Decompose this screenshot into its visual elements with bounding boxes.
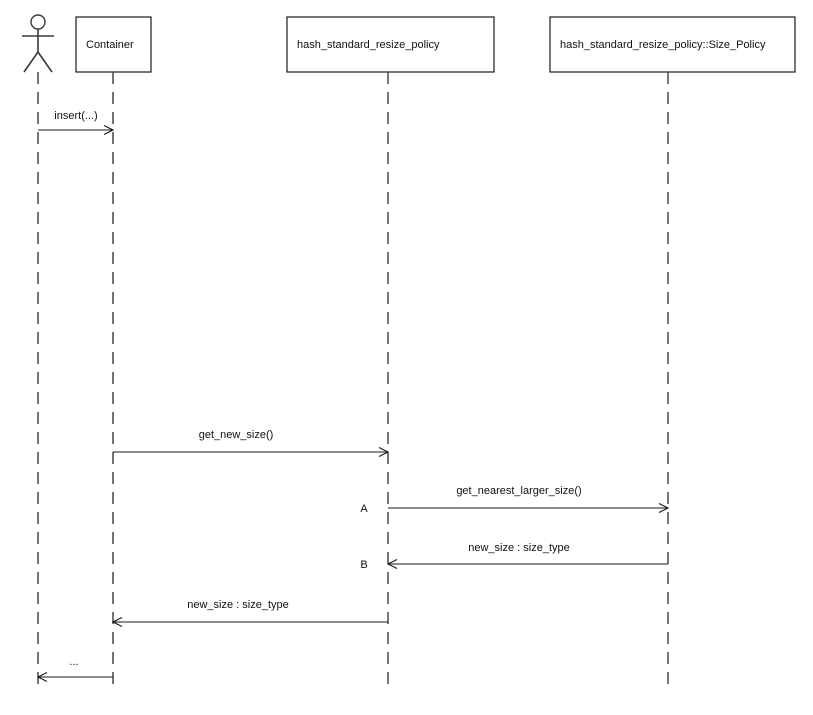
message-marker-label: B [360,559,367,571]
message-label: get_nearest_larger_size() [456,485,581,497]
message-arrowhead-icon [111,617,123,627]
message-label: get_new_size() [199,429,274,441]
message-msg-insert[interactable]: insert(...) [38,110,115,135]
participant-label: hash_standard_resize_policy [297,39,440,51]
message-marker-label: A [360,503,368,515]
messages-layer: insert(...) get_new_size() get_nearest_lar… [36,110,670,682]
message-arrowhead-icon [658,503,670,513]
actor-left-leg-line [23,51,39,73]
participant-box[interactable] [286,16,495,73]
participant-container[interactable]: Container [75,16,152,73]
lifelines-layer [37,72,669,690]
message-label: insert(...) [54,110,97,122]
message-arrowhead-icon [36,672,48,682]
message-label: ... [69,656,78,668]
message-msg-return-new-size-outer[interactable]: new_size : size_type [111,599,388,627]
message-arrowhead-icon [386,559,398,569]
participant-label: Container [86,39,134,51]
message-label: new_size : size_type [468,542,570,554]
participant-box[interactable] [75,16,152,73]
actor-participant[interactable] [22,14,54,73]
message-arrowhead-icon [103,125,115,135]
message-msg-return-ellipsis[interactable]: ... [36,656,113,682]
message-msg-get-nearest-larger-size[interactable]: get_nearest_larger_size() A [360,485,670,515]
participant-box[interactable] [549,16,796,73]
message-label: new_size : size_type [187,599,289,611]
actor-head-icon [30,14,46,30]
actor-right-leg-line [37,51,53,73]
message-msg-get-new-size[interactable]: get_new_size() [113,429,390,457]
participant-label: hash_standard_resize_policy::Size_Policy [560,39,766,51]
participant-policy[interactable]: hash_standard_resize_policy [286,16,495,73]
participant-size_policy[interactable]: hash_standard_resize_policy::Size_Policy [549,16,796,73]
participants-layer: Container hash_standard_resize_policy hash… [22,14,796,73]
message-arrowhead-icon [378,447,390,457]
